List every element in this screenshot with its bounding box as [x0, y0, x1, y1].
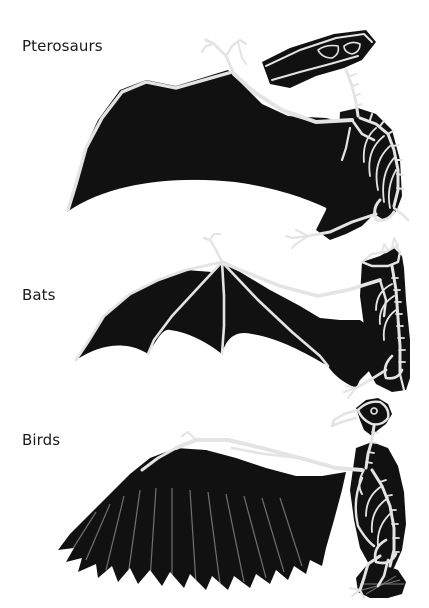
pterosaur-wing-membrane [67, 70, 352, 212]
pterosaur-body [316, 108, 402, 240]
bird-illustration [58, 398, 406, 600]
bats-label: Bats [22, 286, 56, 304]
birds-label: Birds [22, 431, 61, 449]
pterosaurs-label: Pterosaurs [22, 37, 103, 55]
bird-wing-feathers [58, 448, 346, 590]
bat-illustration [74, 233, 410, 399]
pterosaur-illustration [66, 30, 410, 249]
bird-head [356, 398, 392, 436]
